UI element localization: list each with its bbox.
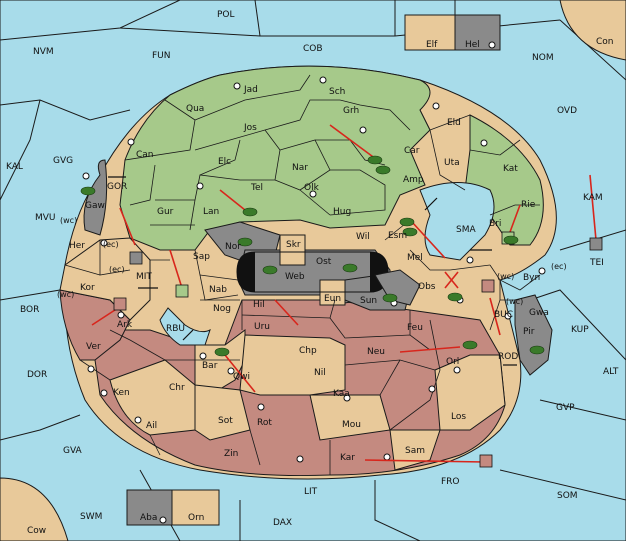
- green-region: [119, 65, 431, 251]
- supply-centers: [82, 41, 546, 524]
- skr-territory[interactable]: [279, 234, 306, 266]
- green-east-region: [464, 114, 544, 246]
- sot-territory[interactable]: [194, 384, 251, 441]
- chp-territory[interactable]: [239, 334, 346, 396]
- black-cap-left: [237, 252, 255, 292]
- red-west-region: [59, 289, 131, 361]
- rbu-sea[interactable]: [159, 307, 211, 346]
- orn-territory[interactable]: [171, 489, 220, 526]
- kor-territory[interactable]: [59, 237, 151, 321]
- army-markers: [80, 155, 545, 357]
- adjacency-arrows: [108, 176, 517, 366]
- pir-territory[interactable]: [514, 294, 553, 376]
- elf-territory[interactable]: [404, 14, 456, 51]
- gaw-territory[interactable]: [83, 159, 108, 236]
- fleet-markers: [113, 231, 603, 468]
- order-arrows: [91, 124, 597, 463]
